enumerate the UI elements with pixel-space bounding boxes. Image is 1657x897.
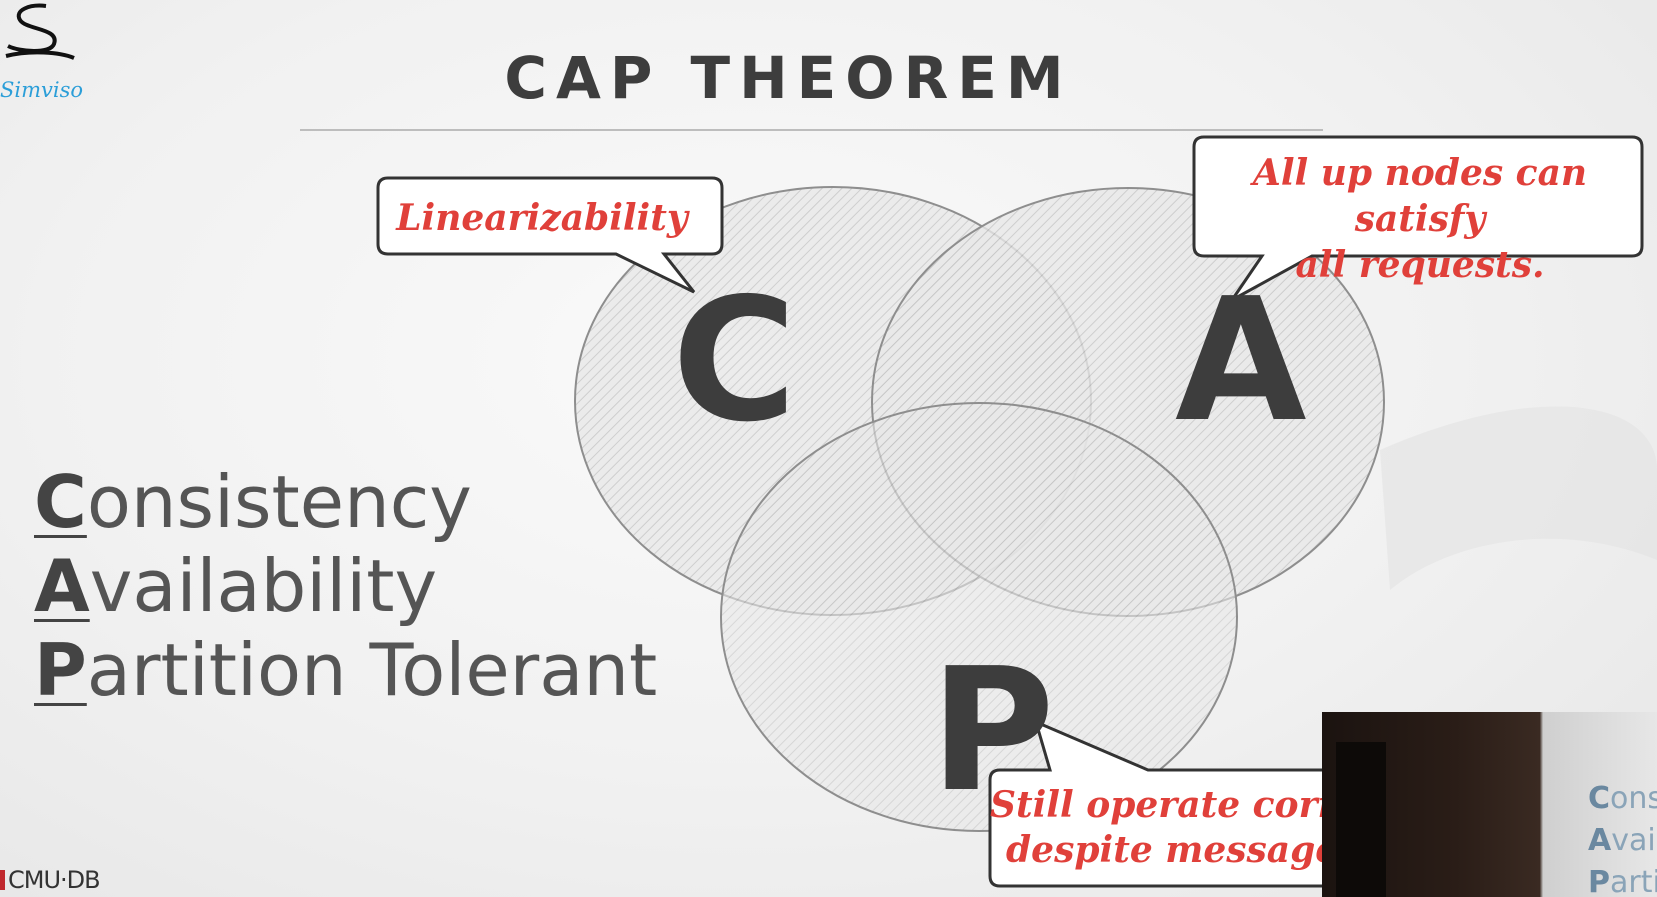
callout-consistency: [376, 176, 724, 294]
callout-consistency-text: Linearizability: [396, 197, 688, 239]
callout-availability-text: All up nodes can satisfy all requests.: [1200, 150, 1640, 288]
cap-rest: vailability: [89, 544, 438, 628]
cap-initial: A: [34, 544, 90, 628]
cap-item-availability: Availability: [34, 544, 657, 628]
callout-availability-line2: all requests.: [1295, 244, 1545, 286]
cmu-db-mark-icon: [0, 870, 5, 890]
callout-partition-line2: despite message l: [1006, 829, 1330, 871]
cap-rest: onsistency: [86, 460, 472, 544]
cap-item-consistency: Consistency: [34, 460, 657, 544]
letter-c: C: [672, 262, 797, 460]
callout-availability-line1: All up nodes can satisfy: [1252, 152, 1588, 240]
webcam-line: Avail: [1588, 823, 1657, 858]
cmu-db-text: CMU·DB: [8, 866, 101, 894]
webcam-line: Cons: [1588, 781, 1657, 816]
letter-p: P: [930, 632, 1055, 830]
simviso-logo-icon: [5, 3, 75, 60]
title-divider: [300, 129, 1323, 131]
callout-availability: [1192, 135, 1644, 302]
webcam-slide-text: Cons Avail Parti: [1588, 778, 1657, 897]
cap-initial: P: [34, 628, 87, 712]
letter-a: A: [1175, 262, 1307, 460]
webcam-line: Parti: [1588, 865, 1657, 897]
webcam-panel: [1336, 742, 1386, 897]
callout-partition-text: Still operate corre despite message l: [990, 783, 1330, 873]
cmu-db-logo: CMU·DB: [0, 866, 101, 894]
background-swirl: [1380, 406, 1657, 590]
cap-list: Consistency Availability Partition Toler…: [34, 460, 657, 712]
circle-p: [720, 402, 1238, 832]
cap-initial: C: [34, 460, 87, 544]
webcam-inset: Cons Avail Parti: [1322, 712, 1657, 897]
cap-item-partition: Partition Tolerant: [34, 628, 657, 712]
callout-partition-line1: Still operate corre: [990, 784, 1330, 826]
slide-title: CAP THEOREM: [504, 44, 1073, 112]
cap-rest: artition Tolerant: [86, 628, 658, 712]
logo-text: Simviso: [0, 78, 84, 102]
